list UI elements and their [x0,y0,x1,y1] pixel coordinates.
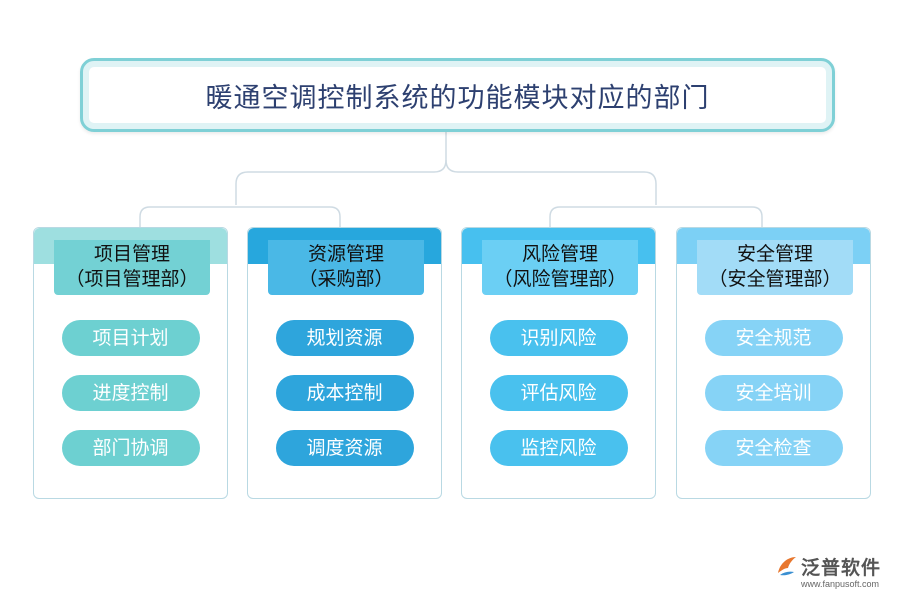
diagram-title-box: 暖通空调控制系统的功能模块对应的部门 [80,58,835,132]
logo-url: www.fanpusoft.com [801,579,880,589]
module-item: 调度资源 [275,430,414,466]
module-items: 项目计划 进度控制 部门协调 [34,320,227,485]
module-department: （风险管理部） [493,268,627,290]
module-column-safety: 安全管理 （安全管理部） 安全规范 安全培训 安全检查 [676,227,871,499]
module-header: 安全管理 （安全管理部） [697,240,853,295]
module-item: 监控风险 [489,430,628,466]
module-column-resource: 资源管理 （采购部） 规划资源 成本控制 调度资源 [247,227,442,499]
connector-right-branch [549,206,763,227]
module-department: （项目管理部） [65,268,199,290]
connector-left-branch [139,206,341,227]
module-item: 识别风险 [489,320,628,356]
module-column-project: 项目管理 （项目管理部） 项目计划 进度控制 部门协调 [33,227,228,499]
module-header: 风险管理 （风险管理部） [482,240,638,295]
module-item: 部门协调 [61,430,200,466]
module-header: 项目管理 （项目管理部） [54,240,210,295]
brand-logo: 泛普软件 www.fanpusoft.com [774,553,894,595]
connector-trunk-right [445,159,657,205]
module-items: 识别风险 评估风险 监控风险 [462,320,655,485]
module-item: 评估风险 [489,375,628,411]
logo-mark-icon [778,557,796,576]
module-name: 资源管理 [307,243,384,265]
module-item: 安全培训 [704,375,843,411]
module-item: 进度控制 [61,375,200,411]
module-department: （采购部） [298,268,394,290]
module-item: 项目计划 [61,320,200,356]
logo-name: 泛普软件 [801,557,882,579]
module-item: 安全检查 [704,430,843,466]
module-item: 成本控制 [275,375,414,411]
module-name: 风险管理 [521,243,598,265]
module-items: 安全规范 安全培训 安全检查 [677,320,870,485]
module-name: 安全管理 [736,243,813,265]
connector-trunk [235,132,447,205]
module-header: 资源管理 （采购部） [268,240,424,295]
diagram-title: 暖通空调控制系统的功能模块对应的部门 [205,82,710,114]
module-items: 规划资源 成本控制 调度资源 [248,320,441,485]
module-item: 规划资源 [275,320,414,356]
module-column-risk: 风险管理 （风险管理部） 识别风险 评估风险 监控风险 [461,227,656,499]
module-name: 项目管理 [93,243,170,265]
module-department: （安全管理部） [708,268,842,290]
module-item: 安全规范 [704,320,843,356]
